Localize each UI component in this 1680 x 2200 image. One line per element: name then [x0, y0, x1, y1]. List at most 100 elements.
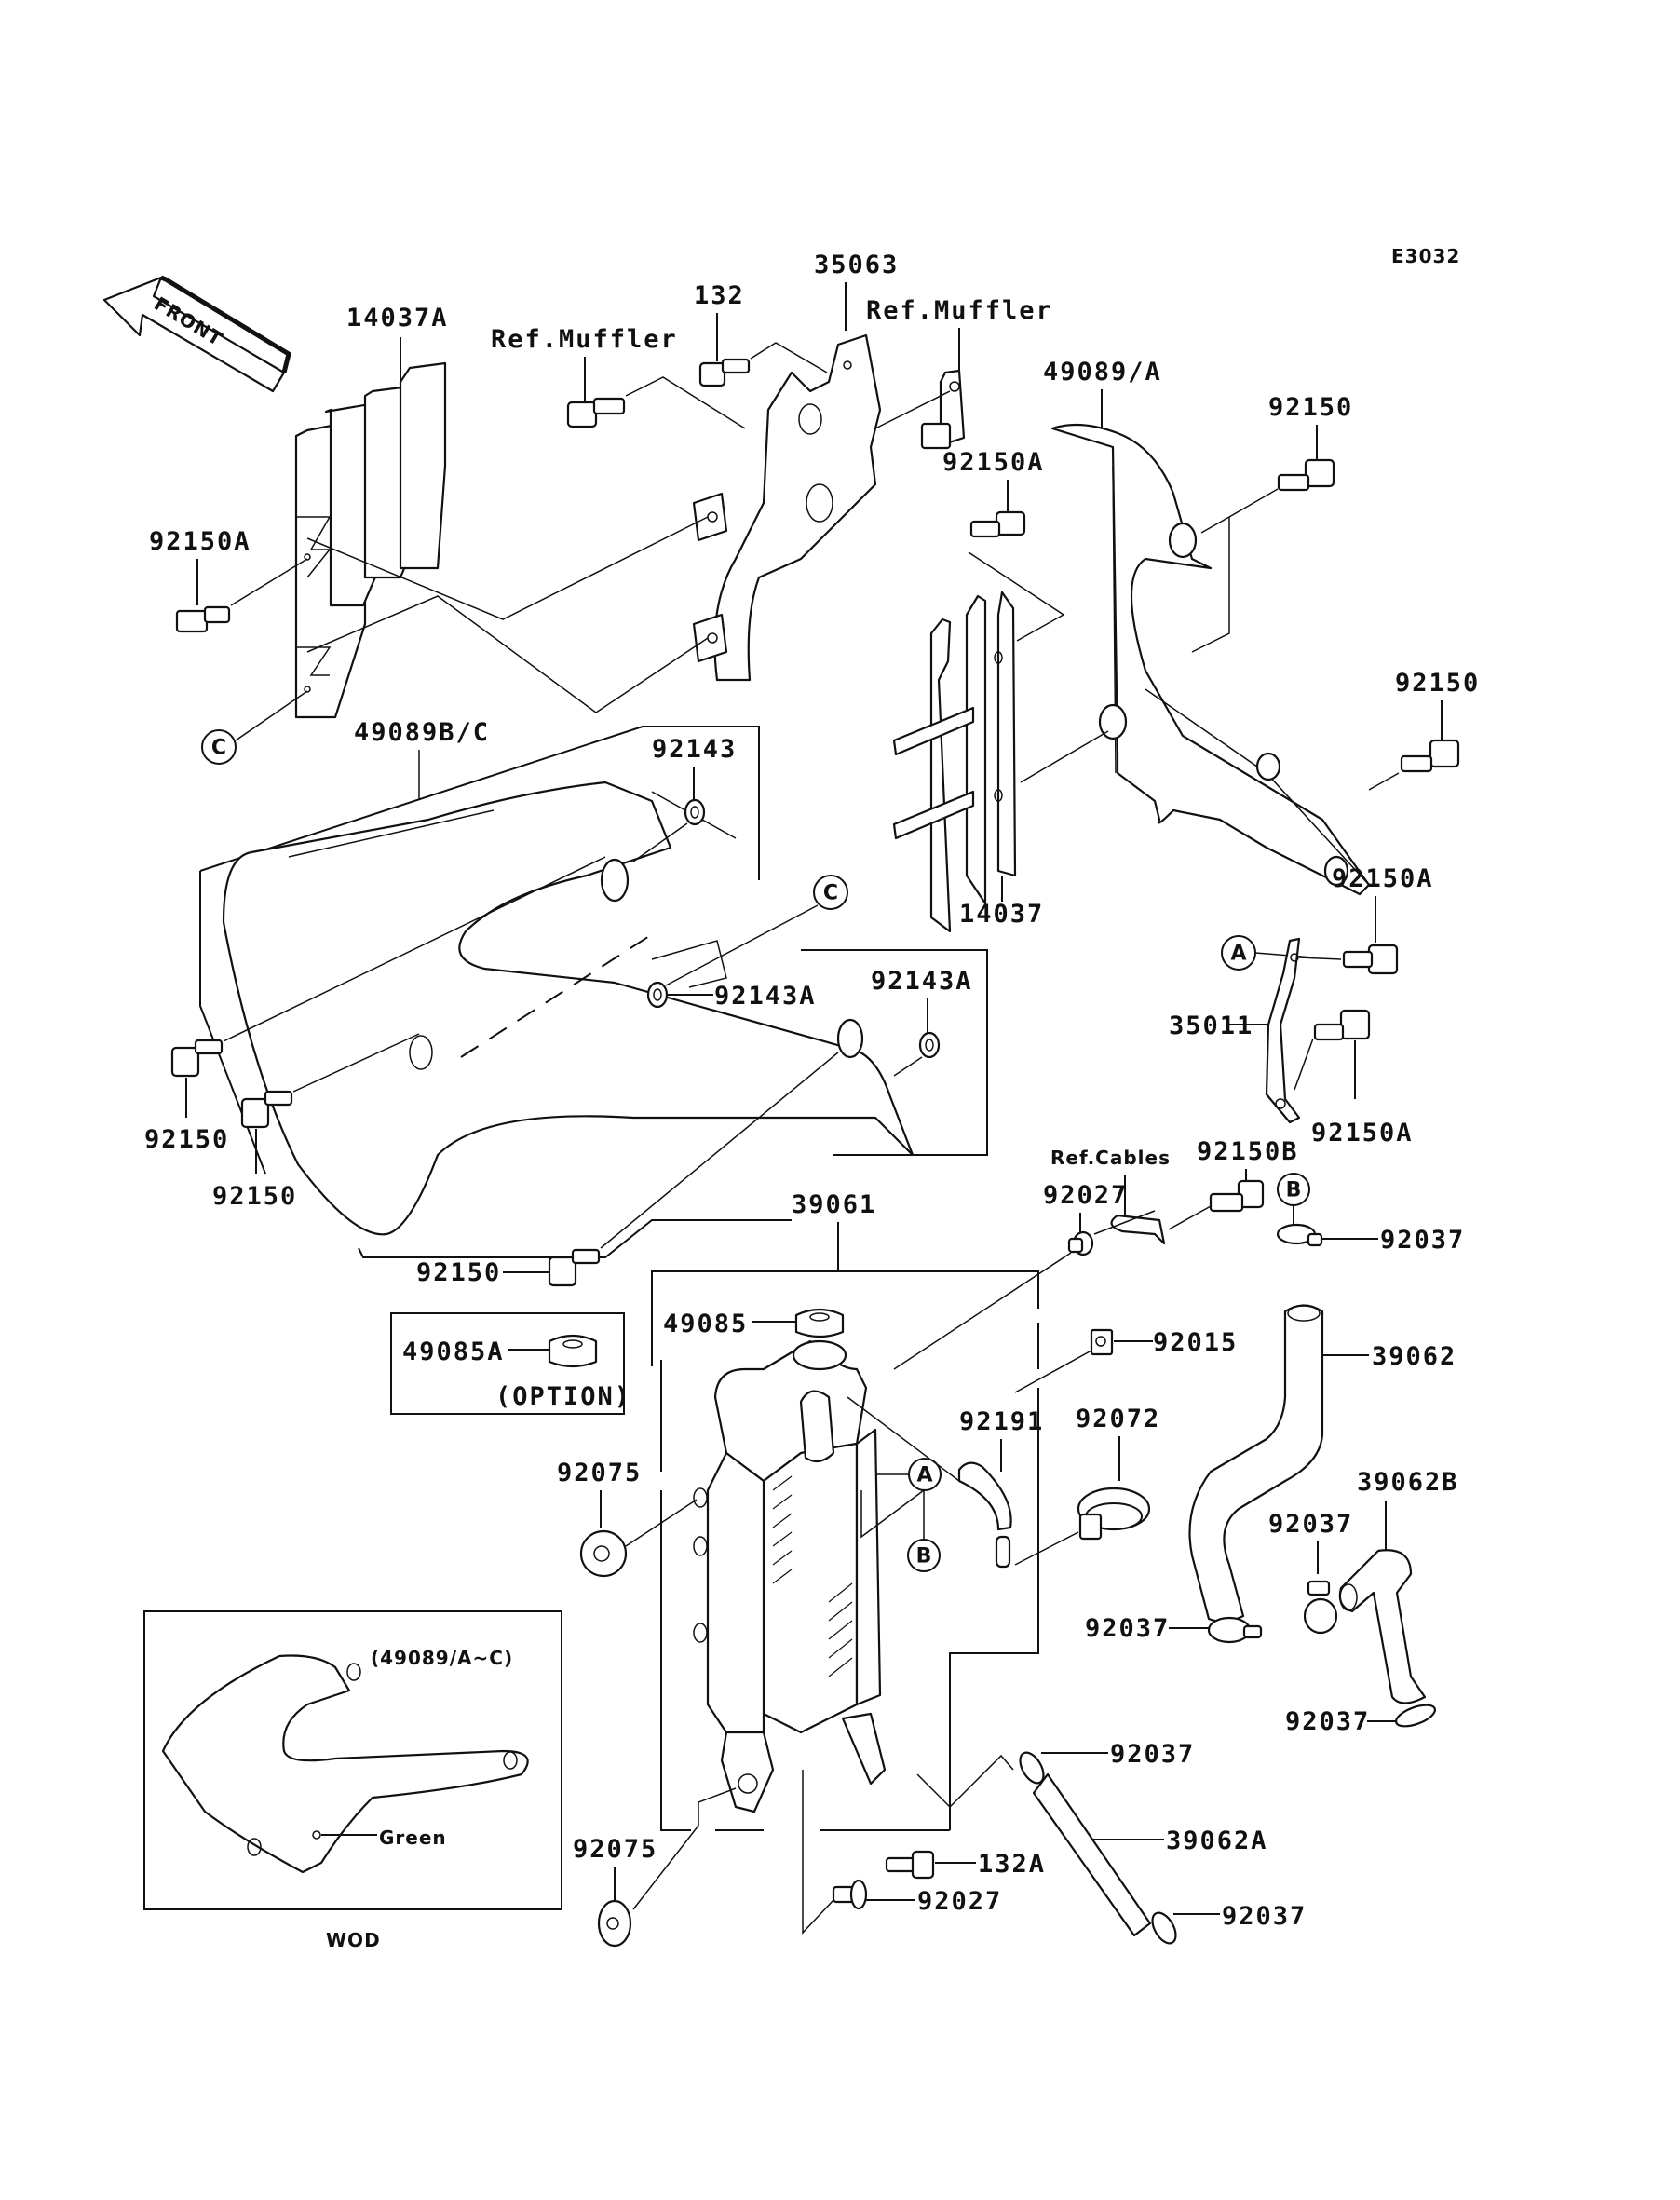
callout-a-radiator: A	[908, 1458, 942, 1491]
cable-clip-ref-cables[interactable]	[1110, 1214, 1166, 1245]
label-92075-top: 92075	[557, 1459, 642, 1487]
bolt-132A[interactable]	[885, 1850, 935, 1880]
callout-b-radiator: B	[907, 1539, 941, 1572]
label-39061: 39061	[792, 1190, 876, 1219]
callout-a-top: A	[1221, 935, 1256, 971]
grommet-92075-top[interactable]	[579, 1529, 628, 1578]
label-92150-top-right: 92150	[1268, 393, 1353, 422]
bolt-92150-left-2[interactable]	[240, 1090, 293, 1129]
hose-clamp-92037-right[interactable]	[1393, 1701, 1438, 1731]
shroud-49089BC[interactable]	[222, 781, 915, 1236]
washer-92143A-right[interactable]	[918, 1031, 941, 1059]
radiator-hose-39062A[interactable]	[1032, 1772, 1152, 1937]
grommet-92027-bottom[interactable]	[832, 1879, 868, 1910]
bolt-92150A-top[interactable]	[969, 510, 1026, 538]
option-box	[390, 1312, 625, 1415]
label-92150A-bracket-bottom: 92150A	[1311, 1119, 1414, 1148]
label-92143A-mid: 92143A	[714, 982, 817, 1011]
radiator-39061[interactable]	[693, 1339, 887, 1813]
label-92037-hose-top: 92037	[1110, 1740, 1195, 1769]
hose-clamp-92037-hose-bottom[interactable]	[1147, 1908, 1180, 1947]
label-92015: 92015	[1153, 1328, 1238, 1357]
radiator-guard-14037[interactable]	[892, 591, 1017, 933]
label-92037-hose-bottom: 92037	[1222, 1902, 1307, 1931]
shroud-49089A[interactable]	[1050, 423, 1371, 896]
label-92027-top: 92027	[1043, 1181, 1128, 1210]
svg-text:A: A	[1230, 943, 1246, 966]
label-option: (OPTION)	[495, 1382, 631, 1411]
bolt-92150A-left[interactable]	[175, 605, 231, 633]
label-92150A-left: 92150A	[149, 527, 251, 556]
washer-92143[interactable]	[684, 798, 706, 826]
bolt-92150-bottom[interactable]	[548, 1248, 601, 1287]
label-14037A: 14037A	[346, 304, 449, 333]
bolt-92150B[interactable]	[1209, 1179, 1265, 1213]
label-132A: 132A	[978, 1850, 1046, 1879]
hose-clamp-92037-mid[interactable]	[1303, 1580, 1338, 1635]
hose-clamp-92037-left[interactable]	[1207, 1616, 1263, 1644]
svg-text:C: C	[211, 737, 226, 760]
bolt-92150A-bracket-bottom[interactable]	[1313, 1009, 1371, 1041]
label-92143: 92143	[652, 735, 737, 764]
label-92037-mid: 92037	[1268, 1510, 1353, 1539]
label-92143A-right: 92143A	[871, 967, 973, 996]
hose-clamp-92037-hose-top[interactable]	[1015, 1748, 1048, 1786]
label-92150A-top: 92150A	[942, 448, 1045, 477]
radiator-hose-39062[interactable]	[1188, 1304, 1324, 1623]
label-92150-left-2: 92150	[212, 1182, 297, 1211]
radiator-cap-seal-49085A[interactable]	[548, 1334, 598, 1368]
label-132: 132	[694, 281, 745, 310]
washer-92143A-mid[interactable]	[646, 981, 669, 1009]
callout-c-mid: C	[813, 875, 848, 910]
label-49085: 49085	[663, 1310, 748, 1338]
radiator-cap-seal-49085[interactable]	[794, 1308, 845, 1338]
label-92150A-bracket-top: 92150A	[1332, 864, 1434, 893]
callout-c-left: C	[201, 729, 237, 765]
label-39062B: 39062B	[1357, 1468, 1459, 1497]
muffler-bracket-right[interactable]	[920, 369, 966, 450]
svg-text:A: A	[916, 1464, 932, 1487]
label-green: Green	[379, 1827, 447, 1849]
label-92191: 92191	[959, 1407, 1044, 1436]
svg-text:B: B	[1286, 1179, 1302, 1202]
bolt-ref-muffler-left[interactable]	[566, 397, 626, 428]
label-92027-bottom: 92027	[917, 1887, 1002, 1916]
inset-title: (49089/A~C)	[371, 1647, 513, 1669]
label-92150-right-mid: 92150	[1395, 669, 1480, 698]
label-92037-b: 92037	[1380, 1226, 1465, 1255]
label-49089BC: 49089B/C	[354, 718, 490, 747]
label-92150-bottom: 92150	[416, 1258, 501, 1287]
hose-clamp-92037-b[interactable]	[1276, 1223, 1323, 1247]
label-92150-left-1: 92150	[144, 1125, 229, 1154]
label-14037: 14037	[959, 900, 1044, 929]
nut-92015[interactable]	[1090, 1328, 1114, 1356]
inset-caption: WOD	[326, 1929, 381, 1951]
front-arrow-icon: FRONT	[102, 275, 291, 393]
inset-box-wod	[143, 1610, 562, 1910]
label-92037-right: 92037	[1285, 1707, 1370, 1736]
bolt-92150-top-right[interactable]	[1277, 458, 1335, 492]
svg-text:B: B	[916, 1545, 932, 1569]
bolt-92150-right-mid[interactable]	[1400, 739, 1460, 773]
bolt-92150-left-1[interactable]	[170, 1039, 224, 1078]
band-92072[interactable]	[1077, 1487, 1151, 1541]
bracket-35011[interactable]	[1265, 937, 1301, 1124]
grommet-92075-bottom[interactable]	[597, 1899, 632, 1948]
svg-text:C: C	[823, 882, 838, 905]
radiator-guard-14037A[interactable]	[294, 361, 447, 719]
callout-b-top: B	[1277, 1173, 1310, 1206]
radiator-hose-39062B[interactable]	[1338, 1549, 1427, 1704]
label-ref-cables: Ref.Cables	[1050, 1147, 1171, 1169]
grommet-92027-top[interactable]	[1067, 1230, 1094, 1256]
label-49085A: 49085A	[402, 1338, 505, 1366]
bolt-132[interactable]	[698, 358, 751, 387]
breather-hose-92191[interactable]	[957, 1461, 1012, 1569]
label-35063: 35063	[814, 251, 899, 279]
bolt-92150A-bracket-top[interactable]	[1342, 944, 1399, 975]
bracket-35063[interactable]	[692, 333, 882, 682]
label-35011: 35011	[1169, 1012, 1253, 1040]
label-92037-left: 92037	[1085, 1614, 1170, 1643]
label-49089A: 49089/A	[1043, 358, 1162, 387]
shroud-inset-wod[interactable]	[161, 1654, 529, 1874]
